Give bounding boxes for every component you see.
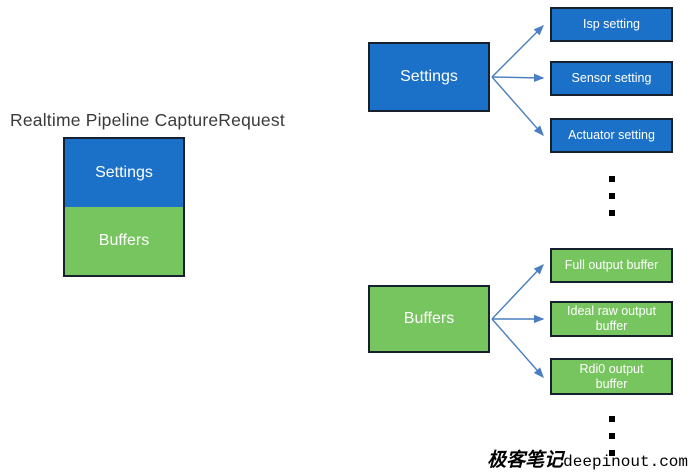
watermark-domain: deepinout.com [563,453,688,471]
child-box-ideal-raw-output-buffer: Ideal raw output buffer [550,301,673,337]
ellipsis-dot [609,416,615,422]
child-box-rdi0-output-buffer: Rdi0 output buffer [550,358,673,395]
settings-parent-box: Settings [368,42,490,112]
child-box-full-output-buffer: Full output buffer [550,248,673,283]
buffers-parent-box: Buffers [368,285,490,353]
stack-settings-label: Settings [95,164,153,181]
stack-buffers-box: Buffers [65,207,183,275]
stack-buffers-label: Buffers [98,232,150,249]
stack-settings-box: Settings [65,139,183,207]
child-box-isp-setting: Isp setting [550,7,673,42]
watermark-chinese: 极客笔记 [487,449,564,471]
ellipsis-dot [609,176,615,182]
capture-request-stack: Settings Buffers [63,137,185,277]
child-box-actuator-setting: Actuator setting [550,118,673,153]
ellipsis-dot [609,193,615,199]
ellipsis-dot [609,210,615,216]
child-box-sensor-setting: Sensor setting [550,61,673,96]
watermark: 极客笔记deepinout.com [487,445,688,472]
diagram-title: Realtime Pipeline CaptureRequest [10,110,285,130]
ellipsis-dot [609,450,615,456]
ellipsis-dot [609,433,615,439]
